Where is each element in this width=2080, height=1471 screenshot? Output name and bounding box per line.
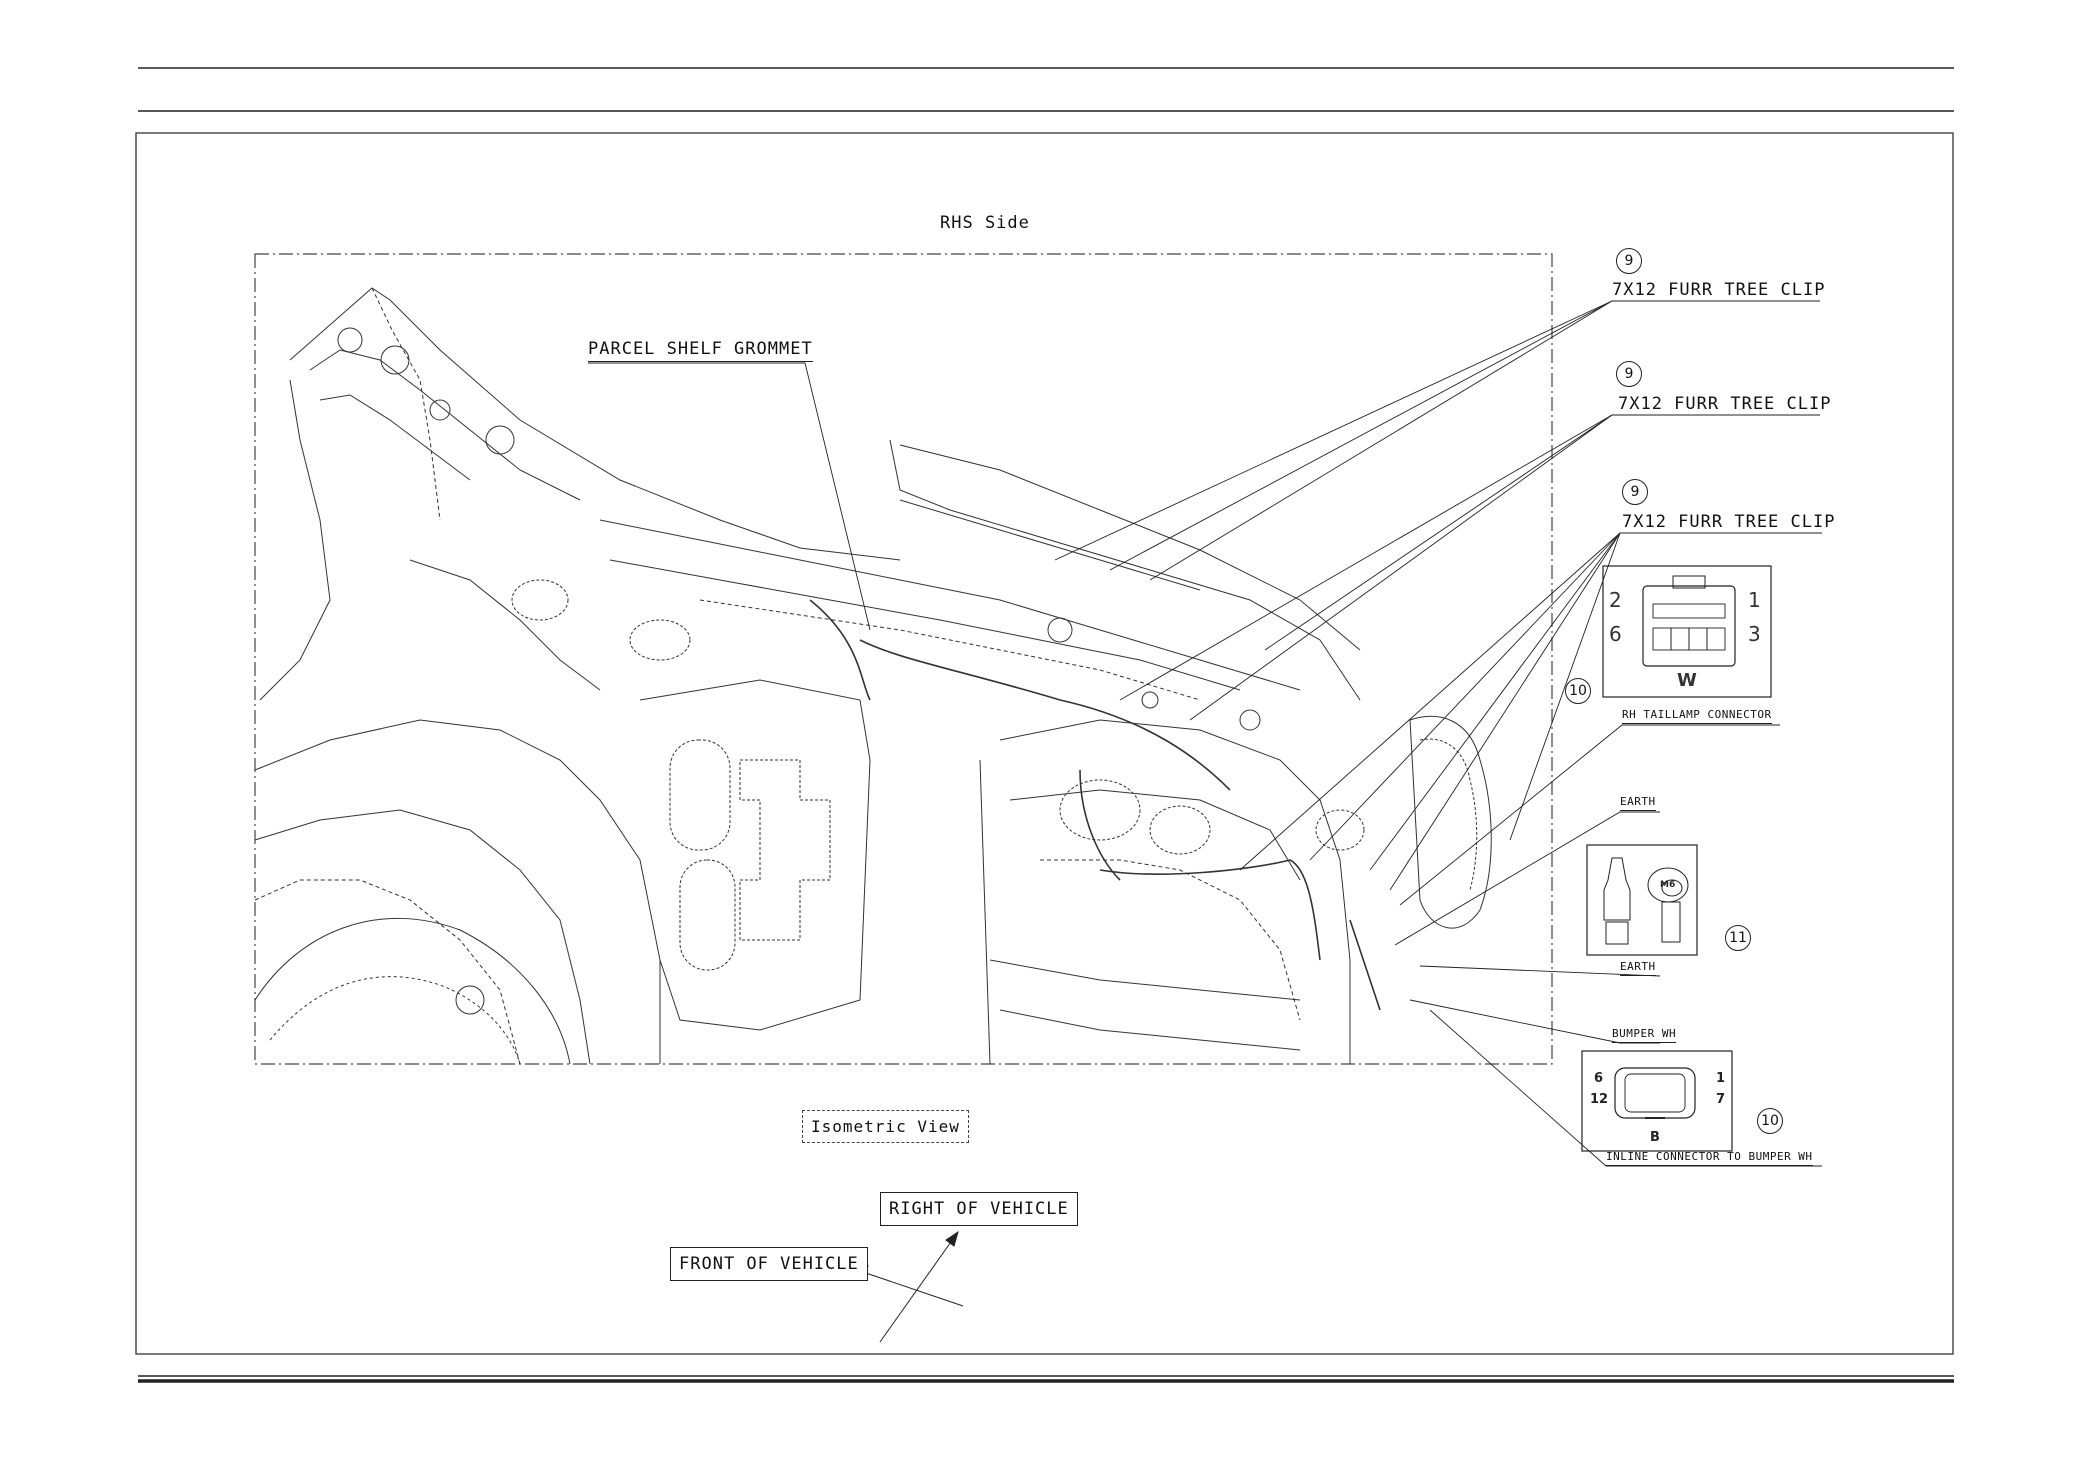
bumper-wh-label: BUMPER WH	[1612, 1028, 1677, 1043]
right-of-vehicle-label: RIGHT OF VEHICLE	[880, 1192, 1078, 1226]
inline-pin-7: 7	[1716, 1092, 1726, 1107]
inline-pin-1: 1	[1716, 1071, 1726, 1086]
inline-connector-code: B	[1650, 1130, 1660, 1145]
drawing-frame	[135, 132, 1954, 1355]
taillamp-pin-6: 6	[1609, 622, 1622, 646]
vehicle-body-linework	[254, 287, 1492, 1065]
view-title: RHS Side	[940, 213, 1030, 233]
front-of-vehicle-label: FRONT OF VEHICLE	[670, 1247, 868, 1281]
taillamp-pin-2: 2	[1609, 588, 1622, 612]
view-boundary	[254, 253, 1553, 1065]
inline-pin-12: 12	[1590, 1092, 1609, 1107]
inline-connector-detail	[1581, 1050, 1733, 1152]
earth-label-bottom: EARTH	[1620, 961, 1656, 976]
furr-tree-clip-label-1: 7X12 FURR TREE CLIP	[1612, 280, 1826, 300]
parcel-shelf-grommet-label: PARCEL SHELF GROMMET	[588, 341, 813, 362]
taillamp-pin-3: 3	[1748, 622, 1761, 646]
leader-lines	[588, 300, 1822, 1167]
callout-11-earth: 11	[1725, 925, 1751, 951]
inline-pin-6: 6	[1594, 1071, 1604, 1086]
earth-detail	[1586, 844, 1698, 956]
rh-taillamp-connector-label: RH TAILLAMP CONNECTOR	[1622, 709, 1772, 724]
taillamp-connector-detail	[1602, 565, 1772, 698]
callout-9-clip-2: 9	[1616, 361, 1642, 387]
earth-label-top: EARTH	[1620, 796, 1656, 811]
isometric-view-label: Isometric View	[802, 1110, 969, 1143]
inline-connector-label: INLINE CONNECTOR TO BUMPER WH	[1606, 1151, 1813, 1166]
taillamp-connector-code: W	[1677, 670, 1697, 691]
taillamp-pin-1: 1	[1748, 588, 1761, 612]
callout-9-clip-3: 9	[1622, 479, 1648, 505]
earth-nut-size: M6	[1660, 880, 1676, 890]
orientation-arrows	[856, 1230, 964, 1343]
callout-10-inline: 10	[1757, 1108, 1783, 1134]
callout-9-clip-1: 9	[1616, 248, 1642, 274]
furr-tree-clip-label-2: 7X12 FURR TREE CLIP	[1618, 394, 1832, 414]
furr-tree-clip-label-3: 7X12 FURR TREE CLIP	[1622, 512, 1836, 532]
callout-10-taillamp: 10	[1565, 678, 1591, 704]
page-rules	[138, 67, 1954, 1383]
